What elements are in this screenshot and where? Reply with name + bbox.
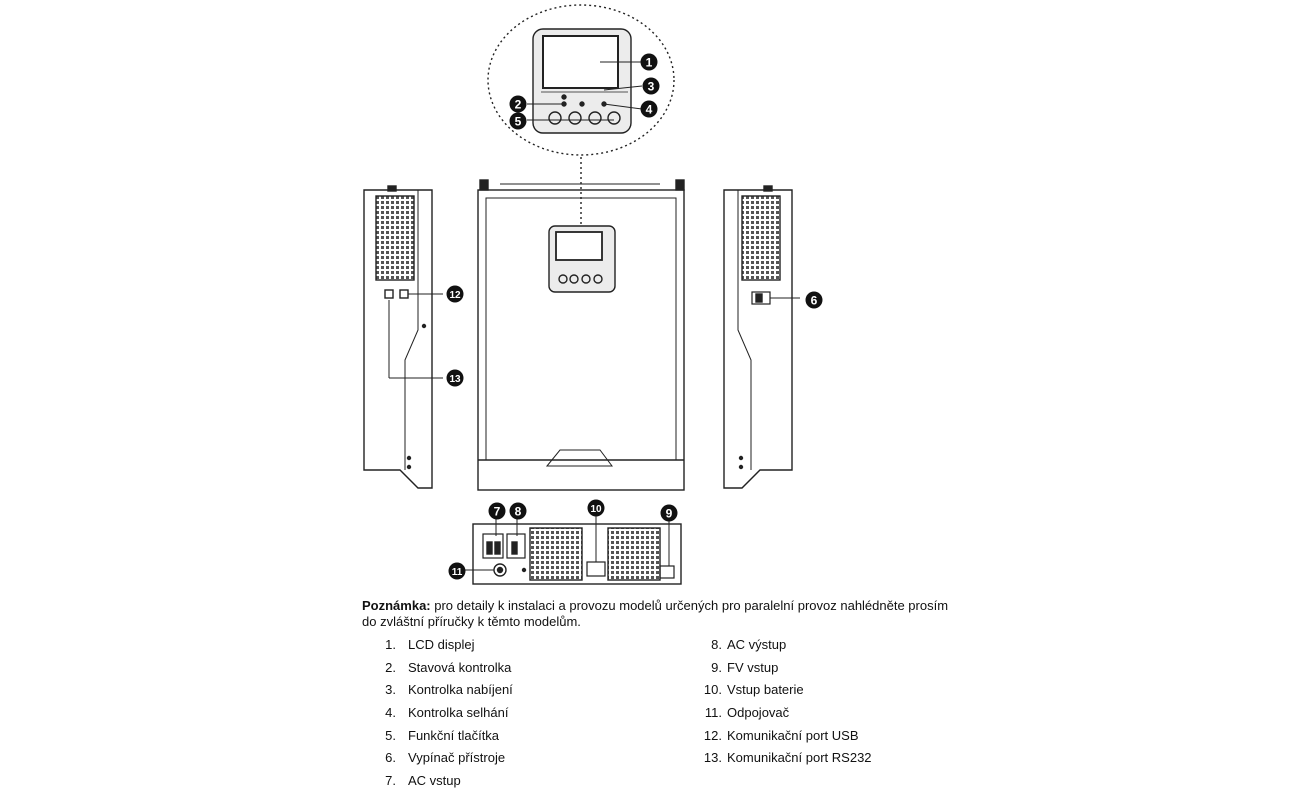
bottom-view — [464, 516, 682, 585]
svg-text:8: 8 — [515, 505, 522, 519]
function-button-1 — [548, 111, 562, 125]
svg-text:2: 2 — [515, 98, 522, 112]
function-button-3 — [588, 111, 602, 125]
svg-text:12: 12 — [449, 290, 461, 301]
ac-input-terminal — [482, 533, 504, 559]
callout-7: 7 — [488, 502, 506, 520]
front-view — [477, 179, 685, 491]
note-text-line1: pro detaily k instalaci a provozu modelů… — [430, 598, 949, 613]
legend-item: 7.AC vstup — [385, 773, 461, 789]
callout-6: 6 — [805, 291, 823, 309]
lcd-screen — [555, 231, 603, 261]
note-text-line2: do zvláštní příručky k těmto modelům. — [362, 614, 581, 629]
legend-item: 12.Komunikační port USB — [703, 727, 859, 743]
legend-item: 10.Vstup baterie — [703, 682, 804, 698]
legend-item: 11.Odpojovač — [704, 705, 790, 721]
svg-text:13: 13 — [449, 374, 461, 385]
battery-terminal — [586, 561, 606, 577]
svg-text:1: 1 — [646, 56, 653, 70]
right-side-view — [723, 185, 800, 489]
callout-5: 5 — [509, 112, 527, 130]
svg-text:6: 6 — [811, 294, 818, 308]
ac-output-terminal — [506, 533, 526, 559]
legend-item: 4.Kontrolka selhání — [385, 705, 509, 721]
callout-13: 13 — [446, 369, 464, 387]
note-title: Poznámka: — [362, 598, 431, 613]
legend-item: 5.Funkční tlačítka — [385, 727, 500, 743]
legend-item: 6.Vypínač přístroje — [385, 750, 506, 766]
legend-right: 8.AC výstup 9.FV vstup 10.Vstup baterie … — [696, 637, 872, 773]
svg-text:7: 7 — [494, 505, 501, 519]
callouts: 1 3 2 4 5 12 6 13 7 8 10 9 11 — [446, 53, 823, 580]
legend-item: 9.FV vstup — [711, 659, 779, 675]
zoom-panel — [487, 4, 675, 228]
svg-text:9: 9 — [666, 507, 673, 521]
inverter-diagram: 1 3 2 4 5 12 6 13 7 8 10 9 11 — [363, 4, 823, 585]
legend-item: 1.LCD displej — [385, 637, 475, 652]
callout-11: 11 — [448, 562, 466, 580]
svg-text:5: 5 — [515, 115, 522, 129]
callout-12: 12 — [446, 285, 464, 303]
svg-text:4: 4 — [646, 103, 653, 117]
legend-item: 3.Kontrolka nabíjení — [385, 682, 513, 698]
legend-item: 13.Komunikační port RS232 — [703, 750, 872, 766]
callout-2: 2 — [509, 95, 527, 113]
left-side-view — [363, 185, 443, 489]
legend-item: 2.Stavová kontrolka — [385, 659, 512, 675]
pv-terminal — [659, 565, 675, 579]
callout-8: 8 — [509, 502, 527, 520]
svg-text:10: 10 — [590, 504, 602, 515]
svg-text:3: 3 — [648, 80, 655, 94]
callout-9: 9 — [660, 504, 678, 522]
callout-10: 10 — [587, 499, 605, 517]
legend-item: 8.AC výstup — [711, 637, 787, 652]
callout-4: 4 — [640, 100, 658, 118]
function-button-2 — [568, 111, 582, 125]
note: Poznámka: pro detaily k instalaci a prov… — [362, 598, 962, 630]
svg-text:11: 11 — [452, 567, 463, 578]
function-button-4 — [607, 111, 621, 125]
callout-3: 3 — [642, 77, 660, 95]
callout-1: 1 — [640, 53, 658, 71]
legend-left: 1.LCD displej 2.Stavová kontrolka 3.Kont… — [374, 637, 513, 796]
